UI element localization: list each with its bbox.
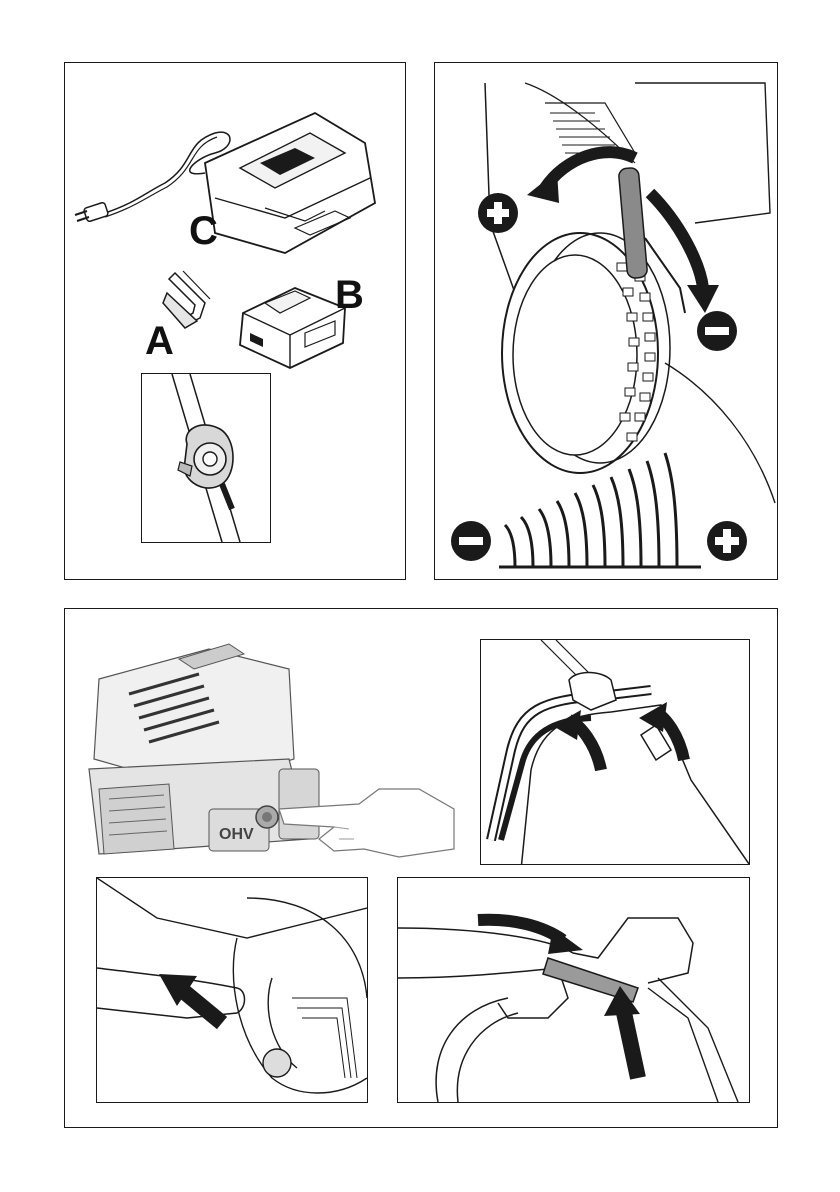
label-c: C (189, 211, 218, 251)
handle-grip-illustration (398, 878, 749, 1102)
ohv-badge: OHV (219, 826, 254, 843)
label-a: A (145, 321, 174, 361)
inset-handle-grip (397, 877, 750, 1103)
inset-handle-push (96, 877, 368, 1103)
inset-handle-knob (141, 373, 271, 543)
figure-charger-battery-key: C A B (64, 62, 406, 580)
handle-push-illustration (97, 878, 367, 1102)
inset-bail-lever (480, 639, 750, 865)
handle-knob-illustration (142, 374, 270, 542)
label-b: B (335, 275, 364, 315)
figure-cutting-height (434, 62, 778, 580)
height-adjust-illustration (435, 63, 777, 579)
engine-start-button-illustration: OHV (79, 639, 459, 879)
bail-lever-illustration (481, 640, 749, 864)
figure-start-procedure: OHV (64, 608, 778, 1128)
